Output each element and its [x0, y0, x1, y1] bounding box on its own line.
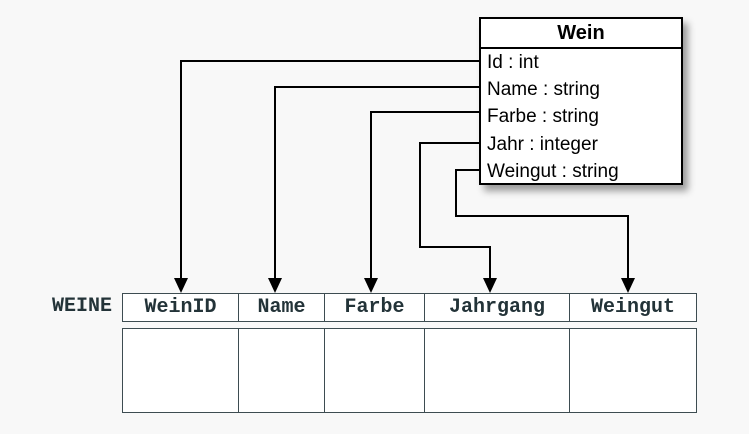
class-attribute-list: Id : int Name : string Farbe : string Ja…: [481, 49, 681, 185]
mapping-line-weingut: [455, 169, 457, 217]
mapping-line-name: [275, 86, 480, 88]
mapping-line-jahr: [419, 142, 421, 248]
class-attribute-id: Id : int: [487, 52, 539, 73]
mapping-line-farbe: [370, 111, 372, 279]
table-body-cell: [238, 329, 324, 412]
header-cell-farbe: Farbe: [324, 294, 424, 321]
class-title: Wein: [481, 19, 681, 49]
class-attribute-jahr: Jahr : integer: [487, 133, 598, 155]
mapping-line-farbe: [371, 111, 480, 113]
arrowhead-icon: [268, 278, 282, 293]
table-name-label: WEINE: [51, 295, 112, 318]
mapping-line-id: [181, 60, 480, 62]
header-cell-jahrgang: Jahrgang: [424, 294, 569, 321]
arrowhead-icon: [364, 278, 378, 293]
table-body-cell: [123, 329, 238, 412]
arrowhead-icon: [483, 278, 497, 293]
header-cell-weingut: Weingut: [569, 294, 696, 321]
mapping-line-jahr: [489, 246, 491, 279]
header-cell-weinid: WeinID: [144, 296, 217, 319]
table-body-cell: [324, 329, 424, 412]
class-attribute-weingut: Weingut : string: [487, 160, 619, 182]
arrowhead-icon: [621, 278, 635, 293]
mapping-line-weingut: [627, 215, 629, 279]
table-header-row: WeinID Name Farbe Jahrgang Weingut: [122, 293, 697, 322]
mapping-line-name: [274, 86, 276, 279]
mapping-line-weingut: [455, 215, 629, 217]
mapping-line-id: [180, 60, 182, 279]
class-box-wein: Wein Id : int Name : string Farbe : stri…: [479, 17, 683, 185]
class-attribute-name: Name : string: [487, 79, 600, 101]
header-cell-name: Name: [238, 294, 324, 321]
mapping-line-jahr: [419, 246, 491, 248]
arrowhead-icon: [174, 278, 188, 293]
table-body-cell: [569, 329, 696, 412]
table-body-row: [122, 328, 697, 413]
table-body-cell: [424, 329, 569, 412]
mapping-line-weingut: [455, 169, 480, 171]
class-attribute-farbe: Farbe : string: [487, 106, 599, 128]
mapping-line-jahr: [419, 142, 480, 144]
